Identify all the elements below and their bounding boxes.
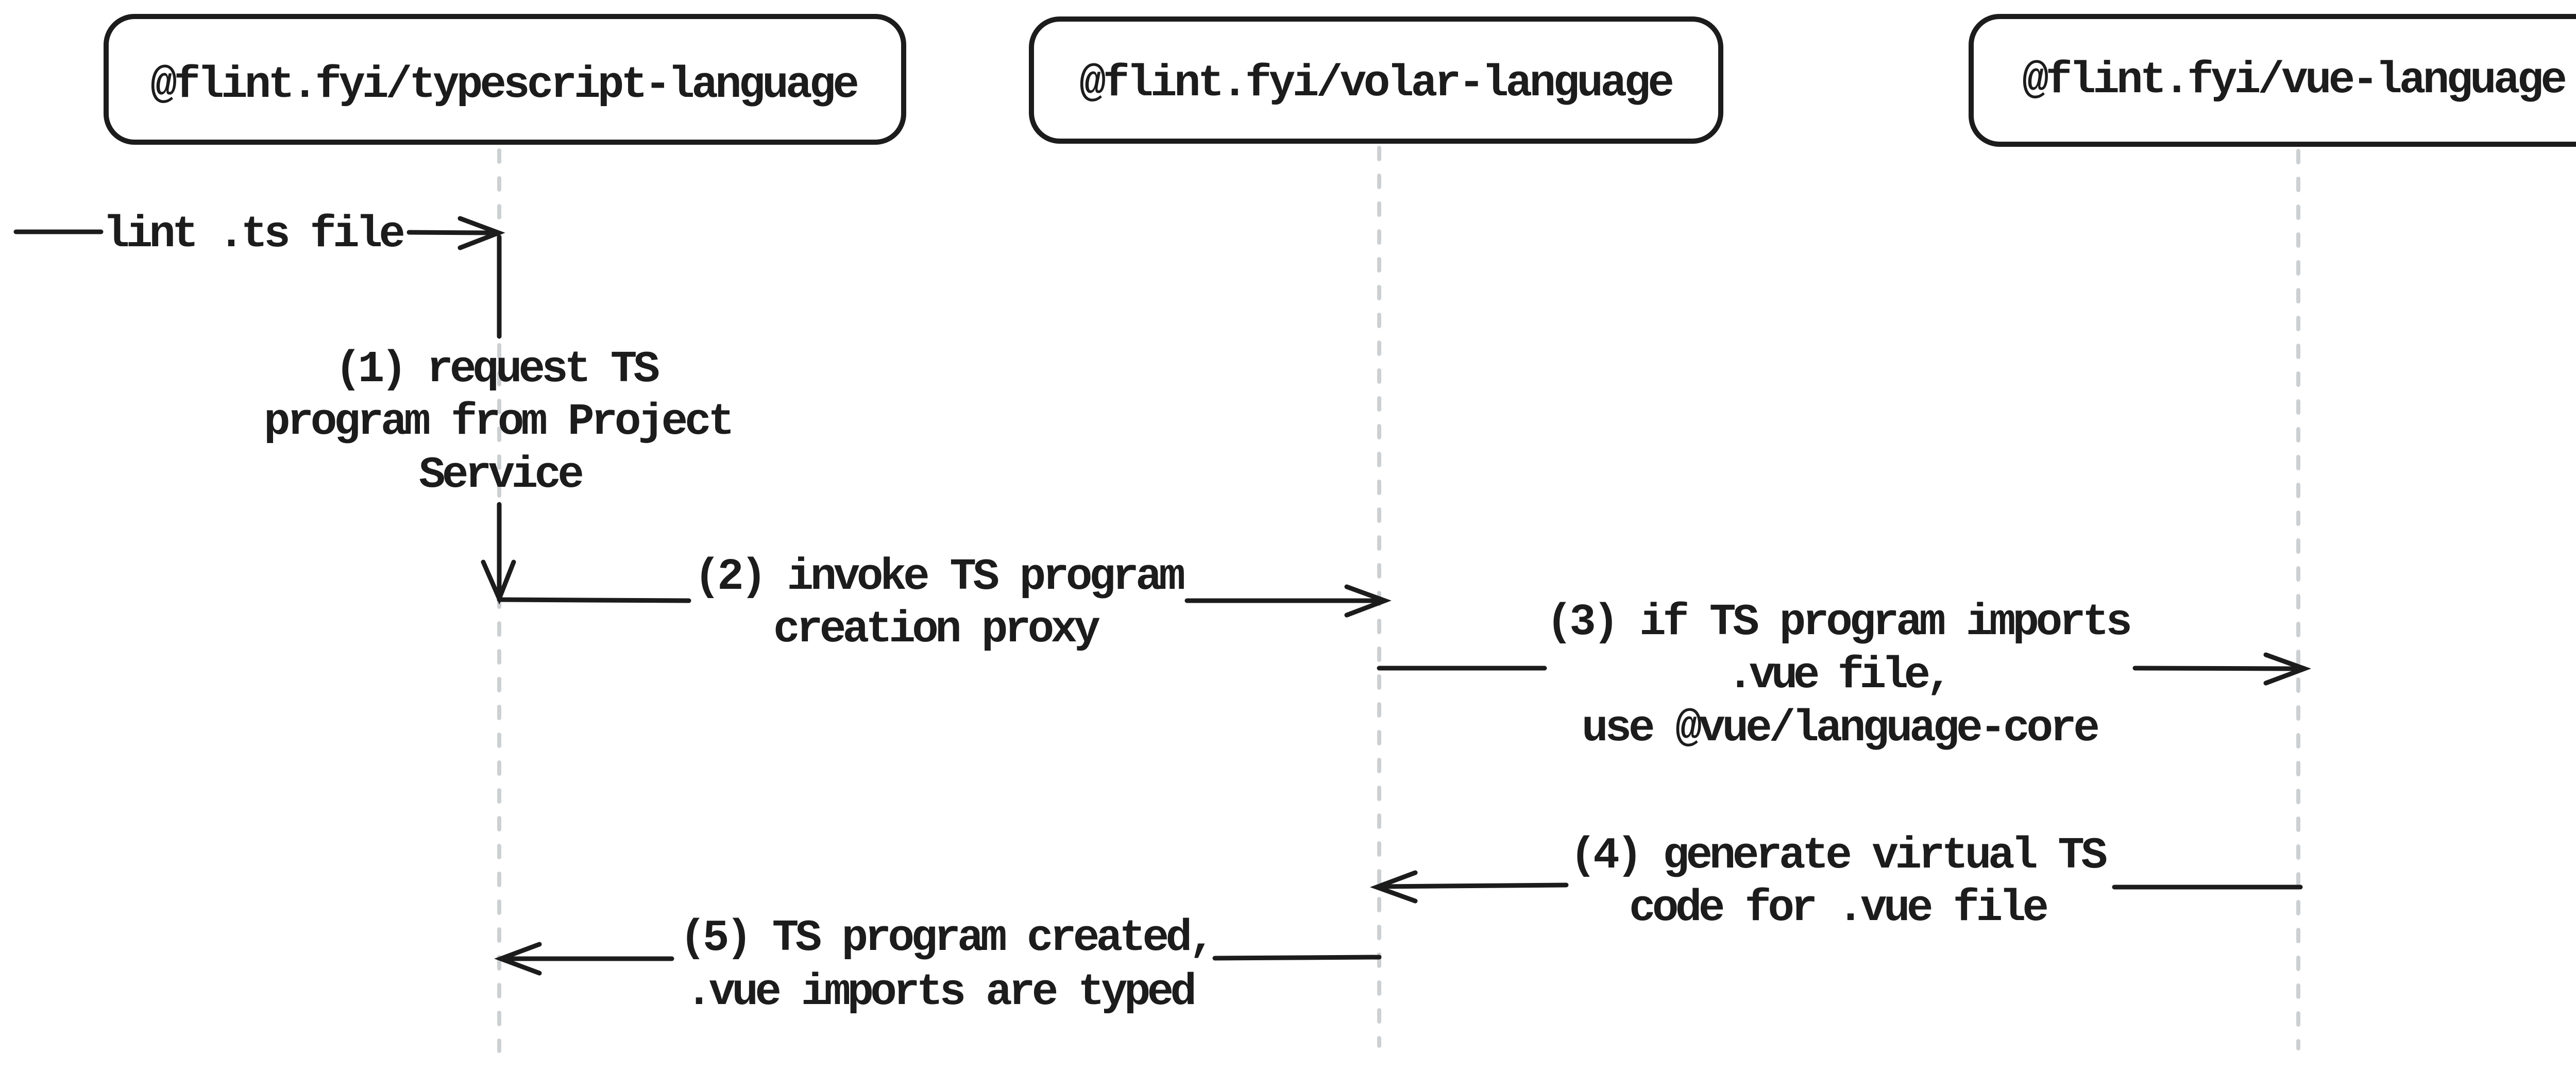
svg-text:(3) if TS program imports: (3) if TS program imports xyxy=(1546,597,2132,648)
svg-text:code for .vue file: code for .vue file xyxy=(1629,883,2049,933)
svg-text:use @vue/language-core: use @vue/language-core xyxy=(1582,703,2100,754)
svg-text:@flint.fyi/typescript-language: @flint.fyi/typescript-language xyxy=(150,60,859,110)
svg-text:(5) TS program created,: (5) TS program created, xyxy=(680,913,1215,963)
svg-text:@flint.fyi/vue-language: @flint.fyi/vue-language xyxy=(2022,55,2567,106)
svg-text:.vue file,: .vue file, xyxy=(1727,650,1953,701)
svg-text:(4) generate virtual TS: (4) generate virtual TS xyxy=(1570,830,2108,881)
svg-text:.vue imports are typed: .vue imports are typed xyxy=(686,967,1197,1017)
svg-text:(1) request TS: (1) request TS xyxy=(335,344,660,395)
svg-text:@flint.fyi/volar-language: @flint.fyi/volar-language xyxy=(1079,58,1674,109)
svg-text:creation proxy: creation proxy xyxy=(773,604,1100,655)
svg-text:program from Project: program from Project xyxy=(264,397,735,447)
svg-text:(2) invoke TS program: (2) invoke TS program xyxy=(694,552,1185,602)
svg-text:Service: Service xyxy=(419,450,584,500)
svg-text:lint .ts file: lint .ts file xyxy=(103,209,405,260)
